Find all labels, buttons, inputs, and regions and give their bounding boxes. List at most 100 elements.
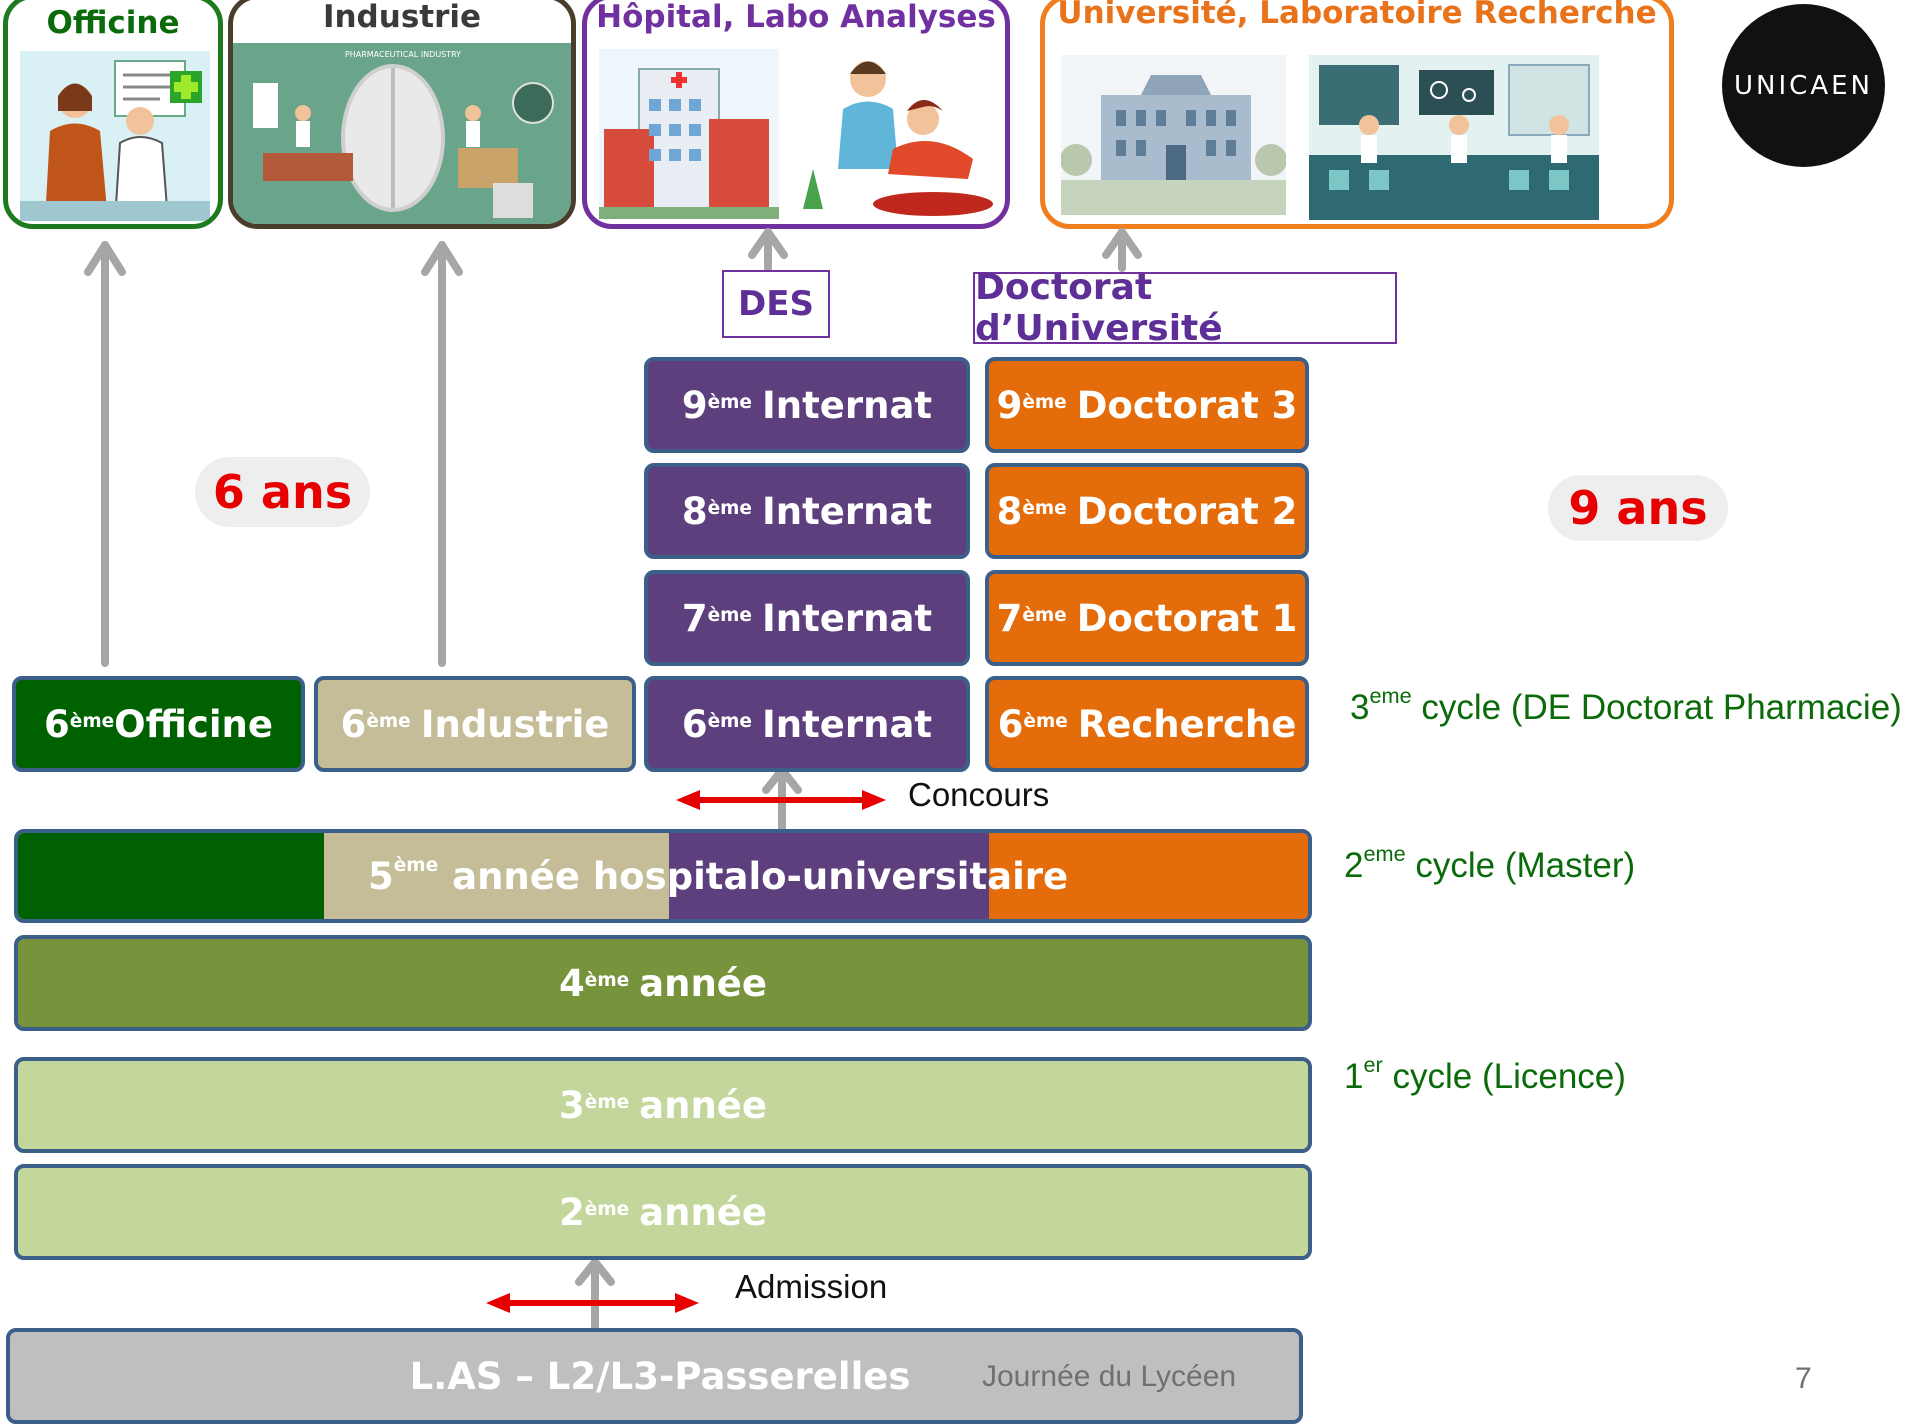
industrie-caption: PHARMACEUTICAL INDUSTRY (345, 50, 461, 59)
cycle-number: 1 (1344, 1057, 1364, 1096)
nine-years-text: 9 ans (1568, 481, 1708, 535)
universite-destination: Université, Laboratoire Recherche (1040, 0, 1674, 229)
hopital-title: Hôpital, Labo Analyses (596, 0, 996, 35)
year-5-industrie-segment (324, 833, 669, 919)
year-label: Doctorat 3 (1076, 383, 1298, 427)
year-number: 9 (996, 383, 1023, 427)
year-number: 8 (681, 489, 708, 533)
officine-title: Officine (46, 5, 180, 41)
industrie-destination: Industrie PHARMACEUTICAL INDUSTRY (228, 0, 576, 229)
year-suffix: ème (707, 710, 752, 732)
blood-sample-illustration (783, 49, 993, 219)
concours-label: Concours (908, 776, 1050, 813)
year-suffix: ème (1022, 497, 1067, 519)
year-number: 3 (559, 1083, 585, 1127)
year-suffix: ème (584, 1091, 630, 1113)
year-label: année (639, 1083, 767, 1127)
year-suffix: ème (393, 855, 439, 877)
year-label: année (639, 1190, 767, 1234)
cycle-suffix: eme (1369, 682, 1412, 708)
officine-destination: Officine (3, 0, 223, 229)
year-number: 6 (44, 702, 70, 746)
year-5-recherche-segment (989, 833, 1308, 919)
six-years-badge: 6 ans (195, 457, 370, 527)
year-label: année hospitalo-universitaire (452, 854, 1069, 898)
year-number: 4 (559, 961, 585, 1005)
cycle-number: 3 (1350, 688, 1370, 727)
cycle-number: 2 (1344, 846, 1364, 885)
year-number: 7 (681, 596, 708, 640)
cycle-text: cycle (Master) (1405, 846, 1636, 885)
year-number: 7 (996, 596, 1023, 640)
year-label: Industrie (420, 702, 610, 746)
research-lab-illustration (1309, 55, 1599, 220)
page-number: 7 (1795, 1362, 1812, 1395)
year-number: 6 (681, 702, 708, 746)
nine-years-badge: 9 ans (1548, 475, 1728, 541)
doctorat-universite-label: Doctorat d’Université (973, 267, 1397, 349)
year-label: Internat (761, 489, 933, 533)
year-label: Recherche (1077, 702, 1297, 746)
cycle-suffix: eme (1363, 840, 1406, 866)
year-number: 5 (368, 854, 394, 898)
year-number: 6 (997, 702, 1024, 746)
year-suffix: ème (584, 1198, 630, 1220)
year-label: année (639, 961, 767, 1005)
year-5-officine-segment (18, 833, 324, 919)
year-label: Doctorat 2 (1076, 489, 1298, 533)
year-suffix: ème (1023, 710, 1068, 732)
cycle-1-label: 1er cycle (Licence) (1344, 1053, 1626, 1097)
university-campus-illustration (1061, 55, 1286, 215)
year-suffix: ème (707, 604, 752, 626)
year-5-internat-segment (669, 833, 989, 919)
year-label: Internat (761, 383, 933, 427)
six-years-text: 6 ans (212, 465, 353, 519)
year-number: 6 (340, 702, 367, 746)
year-number: 2 (559, 1190, 585, 1234)
industrie-title: Industrie (322, 0, 482, 35)
cycle-2-label: 2eme cycle (Master) (1344, 842, 1636, 886)
year-suffix: ème (1022, 391, 1067, 413)
year-suffix: ème (1022, 604, 1067, 626)
footer-event: Journée du Lycéen (982, 1360, 1237, 1393)
unicaen-logo: UNICAEN (1722, 4, 1885, 167)
cycle-suffix: er (1363, 1051, 1383, 1077)
year-number: 9 (681, 383, 708, 427)
unicaen-logo-text: UNICAEN (1734, 70, 1873, 101)
year-label: Internat (761, 596, 933, 640)
year-label: Officine (114, 702, 273, 746)
des-text: DES (738, 284, 814, 324)
year-suffix: ème (584, 969, 630, 991)
las-label: L.AS – L2/L3-Passerelles (409, 1354, 911, 1398)
cycle-text: cycle (DE Doctorat Pharmacie) (1411, 688, 1902, 727)
year-suffix: ème (707, 497, 752, 519)
year-label: Doctorat 1 (1076, 596, 1298, 640)
doctorat-universite-text: Doctorat d’Université (975, 267, 1223, 349)
cycle-text: cycle (Licence) (1382, 1057, 1626, 1096)
hospital-building-illustration (599, 49, 779, 219)
des-label: DES (722, 270, 830, 338)
year-suffix: ème (69, 710, 115, 732)
cycle-3-label: 3eme cycle (DE Doctorat Pharmacie) (1350, 684, 1902, 728)
pharmaceutical-factory-illustration: PHARMACEUTICAL INDUSTRY (233, 43, 571, 224)
year-number: 8 (996, 489, 1023, 533)
las-block: L.AS – L2/L3-Passerelles Journée du Lycé… (6, 1328, 1303, 1424)
pharmacy-counter-illustration (20, 51, 210, 221)
hopital-destination: Hôpital, Labo Analyses (582, 0, 1010, 229)
